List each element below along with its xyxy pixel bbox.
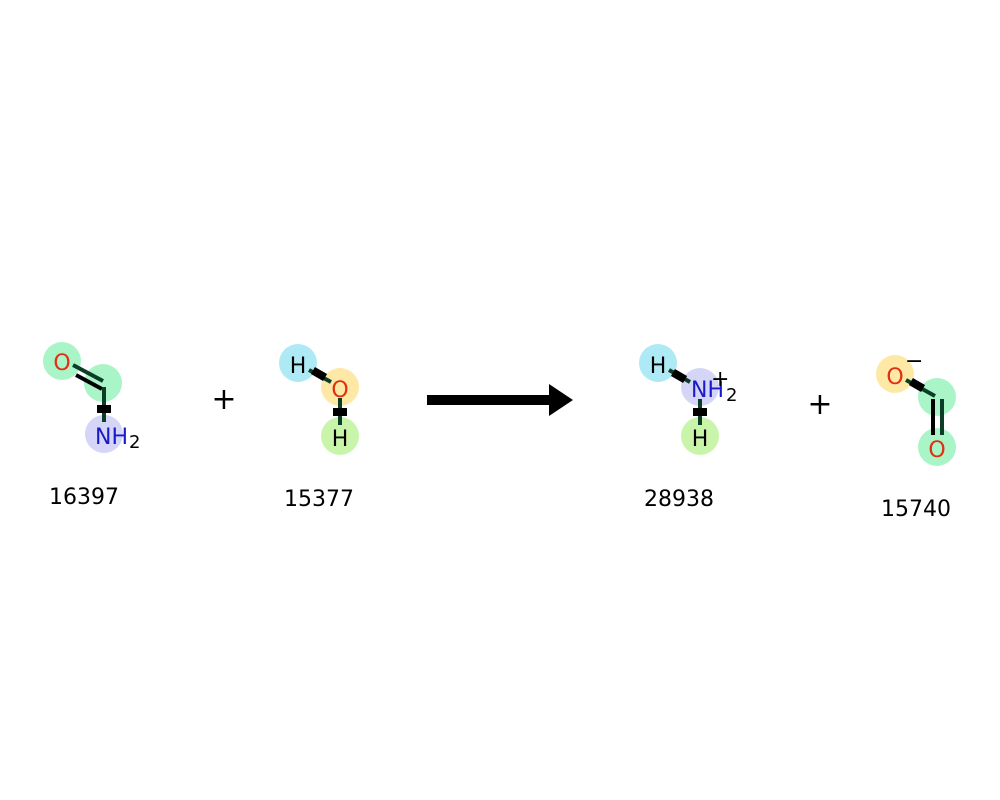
atom-hydrogen: H	[650, 354, 667, 379]
bond-marker	[333, 408, 347, 416]
bond-marker	[693, 408, 707, 416]
highlight-hydrogen	[279, 344, 317, 382]
highlight-carbon	[84, 364, 122, 402]
bond-marker	[908, 378, 926, 392]
highlight-nitrogen	[681, 368, 719, 406]
atom-hydrogen: H	[290, 354, 307, 379]
double-bond-line	[72, 363, 104, 383]
molecule-16397: O NH 2	[43, 342, 140, 453]
atom-nitrogen: NH	[95, 425, 128, 450]
plus-operator: +	[211, 382, 236, 417]
compound-id-label: 15740	[881, 497, 951, 522]
compound-id-label: 28938	[644, 487, 714, 512]
bond-marker	[97, 405, 111, 413]
highlight-hydrogen	[681, 417, 719, 455]
subscript: 2	[129, 432, 140, 453]
highlight-nitrogen	[85, 415, 123, 453]
highlight-hydrogen	[639, 344, 677, 382]
arrow-head	[549, 384, 573, 416]
molecule-15740: O − O	[876, 349, 956, 466]
charge-plus: +	[711, 367, 729, 392]
highlight-hydrogen	[321, 417, 359, 455]
compound-id-label: 16397	[49, 485, 119, 510]
arrow-shaft	[427, 395, 551, 405]
bond-marker	[310, 367, 328, 381]
atom-oxygen: O	[928, 438, 945, 463]
highlight-oxygen	[43, 342, 81, 380]
atom-oxygen: O	[331, 378, 348, 403]
highlight-oxygen	[876, 355, 914, 393]
charge-minus: −	[905, 349, 923, 374]
atom-hydrogen: H	[332, 427, 349, 452]
highlight-oxygen	[918, 428, 956, 466]
bond-marker	[670, 369, 688, 383]
atom-oxygen: O	[886, 365, 903, 390]
molecule-28938: H NH 2 + H	[639, 344, 737, 455]
plus-operator: +	[807, 387, 832, 422]
molecule-15377: H O H	[279, 344, 359, 455]
atom-nitrogen: NH	[691, 378, 724, 403]
highlight-oxygen	[321, 368, 359, 406]
highlight-carbon	[918, 378, 956, 416]
atom-hydrogen: H	[692, 427, 709, 452]
reaction-arrow	[427, 384, 573, 416]
atom-oxygen: O	[53, 351, 70, 376]
subscript: 2	[726, 385, 737, 406]
compound-id-label: 15377	[284, 487, 354, 512]
double-bond-line	[75, 373, 103, 391]
